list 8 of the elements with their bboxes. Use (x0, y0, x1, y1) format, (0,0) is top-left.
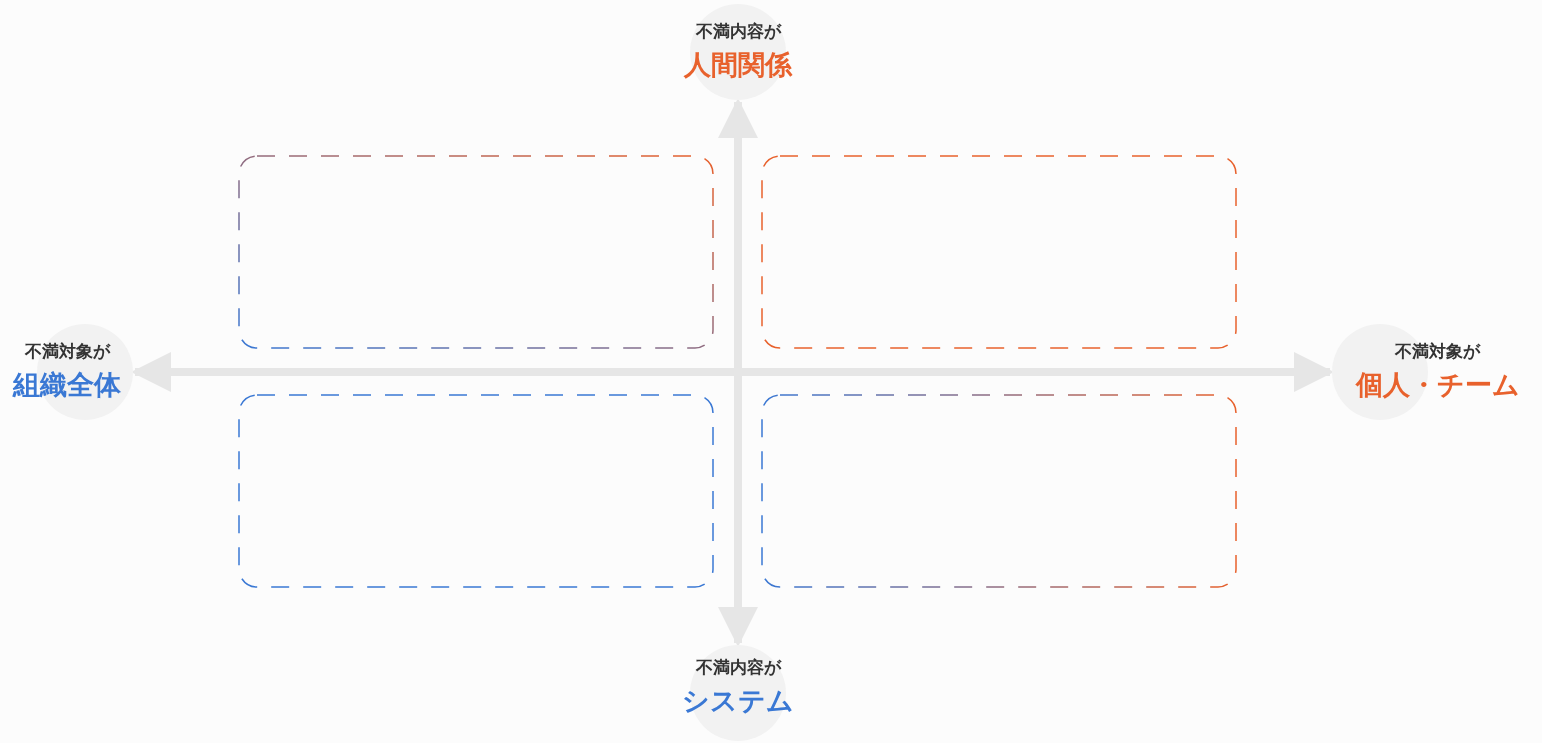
axis-title: 個人・チーム (1354, 368, 1521, 402)
axis-caption: 不満内容が (694, 20, 783, 43)
axis-caption: 不満対象が (1394, 340, 1482, 363)
axis-caption: 不満内容が (694, 656, 783, 679)
axis-title: システム (681, 684, 795, 718)
axis-caption: 不満対象が (23, 340, 112, 363)
axis-title: 組織全体 (11, 368, 122, 402)
axis-title: 人間関係 (682, 48, 794, 82)
